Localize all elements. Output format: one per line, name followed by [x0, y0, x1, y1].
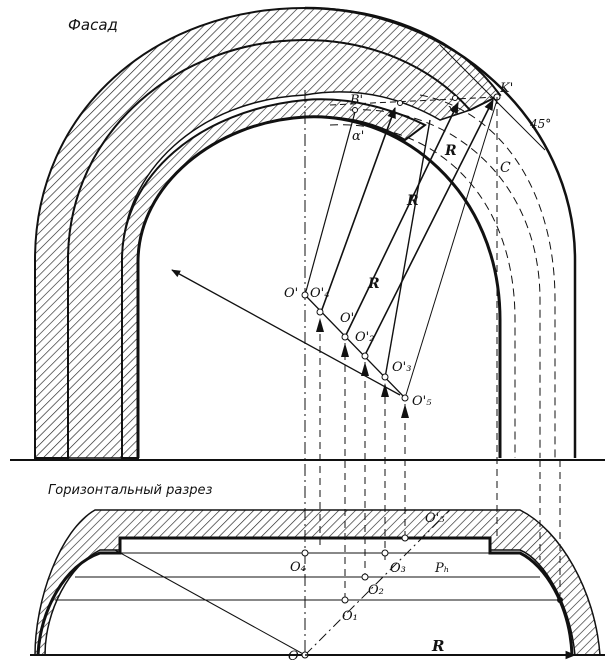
outer-arch-right: [304, 6, 577, 458]
label-o2p: O'₂: [355, 330, 374, 345]
point-right: [557, 597, 563, 603]
dashed-arc-2: [419, 94, 556, 458]
point-o5: [401, 534, 409, 542]
center-o2: [361, 352, 369, 360]
section-view: Горизонтальный разрез O'₅ O₄ O₃ O₂ O₁ O …: [30, 483, 605, 663]
label-a1: α': [352, 129, 364, 144]
label-ph: Pₕ: [434, 561, 449, 576]
label-o: O: [288, 649, 299, 663]
k-tangent-line: [329, 96, 498, 106]
point-o1: [341, 596, 349, 604]
label-k1: K': [499, 81, 513, 96]
section-inner-outline: [36, 536, 574, 656]
label-r-up: R: [406, 193, 419, 209]
label-c: C: [500, 160, 511, 176]
deg45-line: [439, 44, 546, 151]
center-o5: [401, 394, 409, 402]
label-x3: x₃: [448, 102, 459, 115]
radius-line-1: [319, 106, 396, 316]
center-o4: [316, 308, 324, 316]
section-diagonal: [304, 509, 451, 656]
inner-wall-hatched: [67, 39, 472, 459]
projection-arrows: [316, 318, 409, 418]
label-r-bottom: R: [431, 637, 444, 655]
radius-line-4: [384, 119, 431, 379]
center-op: [341, 333, 349, 341]
label-b1: B': [349, 93, 363, 108]
label-o1s: O₁: [342, 609, 358, 624]
label-o4: O₄: [290, 560, 306, 575]
point-o4: [301, 549, 309, 557]
label-op: O': [340, 311, 354, 326]
section-ray: [114, 549, 306, 656]
radius-line-6: [404, 99, 498, 399]
section-wall-hatched: [34, 509, 601, 656]
facade-view: Фасад: [10, 6, 605, 660]
dashed-arc-3: [329, 124, 516, 458]
point-o3: [381, 549, 389, 557]
label-45: 45°: [529, 117, 551, 131]
radius-line-5: [304, 111, 356, 296]
facade-title: Фасад: [68, 16, 118, 34]
center-o3: [381, 373, 389, 381]
label-r-mid: R: [444, 143, 457, 159]
label-o5p: O'₅: [412, 394, 432, 409]
center-o1: [301, 291, 309, 299]
x3-point: [452, 95, 458, 101]
label-o4p: O'₄: [310, 286, 329, 301]
radius-line-3: [364, 98, 494, 356]
label-o2: O₂: [368, 583, 384, 598]
b-point-2: [397, 100, 403, 106]
label-r-mid2: R: [367, 276, 380, 292]
section-title: Горизонтальный разрез: [48, 483, 212, 498]
label-o3: O₃: [390, 561, 406, 576]
point-o2: [361, 573, 369, 581]
b-point: [352, 107, 358, 113]
label-o1: O': [284, 286, 298, 301]
label-o3p: O'₃: [392, 360, 411, 375]
radius-line-2: [344, 101, 459, 338]
label-o5s: O'₅: [425, 511, 445, 526]
